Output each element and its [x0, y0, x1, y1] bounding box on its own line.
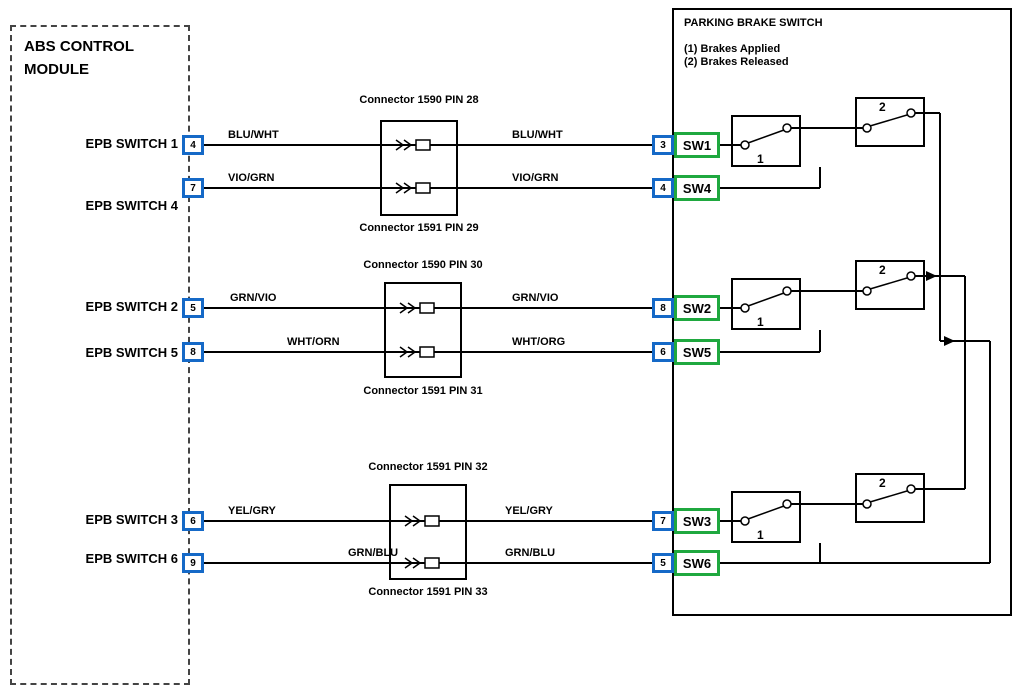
connector-label-top: Connector 1590 PIN 28 — [359, 94, 479, 106]
switch-contacts — [731, 123, 801, 150]
connector-box-2 — [384, 282, 462, 378]
epb-switch-1-label: EPB SWITCH 1 — [85, 136, 178, 151]
switch-position2-symbol: 2 — [855, 97, 925, 147]
position-label: 1 — [757, 315, 764, 329]
flow-arrows — [926, 271, 955, 346]
pbs-pin-3: 3 — [652, 135, 674, 155]
switch-position2-symbol: 2 — [855, 473, 925, 523]
switch-position2-symbol: 2 — [855, 260, 925, 310]
wire-color-label: YEL/GRY — [505, 505, 553, 517]
position-label: 1 — [757, 152, 764, 166]
connector-label-bottom: Connector 1591 PIN 33 — [368, 586, 488, 598]
connector-label-bottom: Connector 1591 PIN 29 — [359, 222, 479, 234]
switch-contacts — [855, 484, 925, 509]
position-label: 2 — [879, 100, 886, 114]
abs-pin-6: 6 — [182, 511, 204, 531]
epb-switch-2-label: EPB SWITCH 2 — [85, 299, 178, 314]
connector-label-top: Connector 1590 PIN 30 — [363, 259, 483, 271]
connector-box-1 — [380, 120, 458, 216]
wire-color-label: BLU/WHT — [228, 129, 279, 141]
wire-color-label: VIO/GRN — [228, 172, 275, 184]
abs-module-title: ABS CONTROL MODULE — [24, 38, 134, 78]
switch-contacts — [731, 286, 801, 313]
abs-pin-8: 8 — [182, 342, 204, 362]
epb-switch-3-label: EPB SWITCH 3 — [85, 512, 178, 527]
wire-color-label: WHT/ORN — [287, 336, 340, 348]
connector-label-top: Connector 1591 PIN 32 — [368, 461, 488, 473]
abs-pin-9: 9 — [182, 553, 204, 573]
sw6-label: SW6 — [674, 550, 720, 576]
sw5-label: SW5 — [674, 339, 720, 365]
sw2-label: SW2 — [674, 295, 720, 321]
wire-color-label: GRN/BLU — [348, 547, 399, 559]
wire-color-label: GRN/VIO — [512, 292, 559, 304]
epb-switch-6-label: EPB SWITCH 6 — [85, 551, 178, 566]
connector-box-3 — [389, 484, 467, 580]
switch-position1-symbol: 1 — [731, 491, 801, 543]
position-label: 2 — [879, 476, 886, 490]
wire-color-label: GRN/VIO — [230, 292, 277, 304]
switch-contacts — [855, 271, 925, 296]
wire-color-label: YEL/GRY — [228, 505, 276, 517]
pbs-pin-8: 8 — [652, 298, 674, 318]
switch-position1-symbol: 1 — [731, 115, 801, 167]
abs-pin-5: 5 — [182, 298, 204, 318]
sw1-label: SW1 — [674, 132, 720, 158]
sw4-label: SW4 — [674, 175, 720, 201]
pbs-pin-7: 7 — [652, 511, 674, 531]
wire-color-label: VIO/GRN — [512, 172, 559, 184]
brakes-applied-note: (1) Brakes Applied — [684, 43, 781, 55]
parking-brake-switch-box — [672, 8, 1012, 616]
pbs-pin-4: 4 — [652, 178, 674, 198]
wire-color-label: WHT/ORG — [512, 336, 566, 348]
position-label: 1 — [757, 528, 764, 542]
switch-contacts — [855, 108, 925, 133]
switch-position1-symbol: 1 — [731, 278, 801, 330]
epb-switch-4-label: EPB SWITCH 4 — [85, 198, 178, 213]
brakes-released-note: (2) Brakes Released — [684, 56, 789, 68]
sw3-label: SW3 — [674, 508, 720, 534]
switch-contacts — [731, 499, 801, 526]
parking-brake-title: PARKING BRAKE SWITCH — [684, 17, 823, 29]
wire-color-label: BLU/WHT — [512, 129, 563, 141]
position-label: 2 — [879, 263, 886, 277]
pbs-pin-5: 5 — [652, 553, 674, 573]
pbs-pin-6: 6 — [652, 342, 674, 362]
wire-color-label: GRN/BLU — [505, 547, 556, 559]
connector-label-bottom: Connector 1591 PIN 31 — [363, 385, 483, 397]
abs-pin-4: 4 — [182, 135, 204, 155]
connector-pin-symbols — [395, 139, 440, 569]
epb-switch-5-label: EPB SWITCH 5 — [85, 345, 178, 360]
abs-pin-7: 7 — [182, 178, 204, 198]
